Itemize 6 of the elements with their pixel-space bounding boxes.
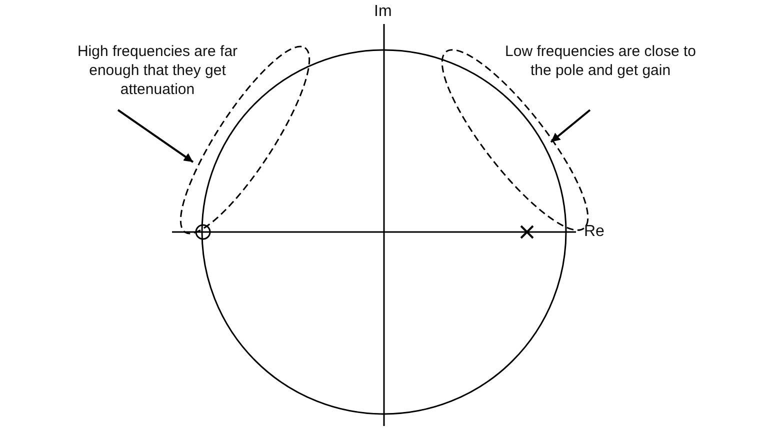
axis-label: Im (374, 2, 392, 21)
leader-arrow (550, 109, 591, 143)
leader-arrow (117, 109, 194, 163)
annotation-text: High frequencies are far enough that they get attenuation (76, 42, 239, 99)
annotation-text: Low frequencies are close to the pole and get gain (504, 42, 697, 80)
axis-label: Re (584, 222, 604, 241)
